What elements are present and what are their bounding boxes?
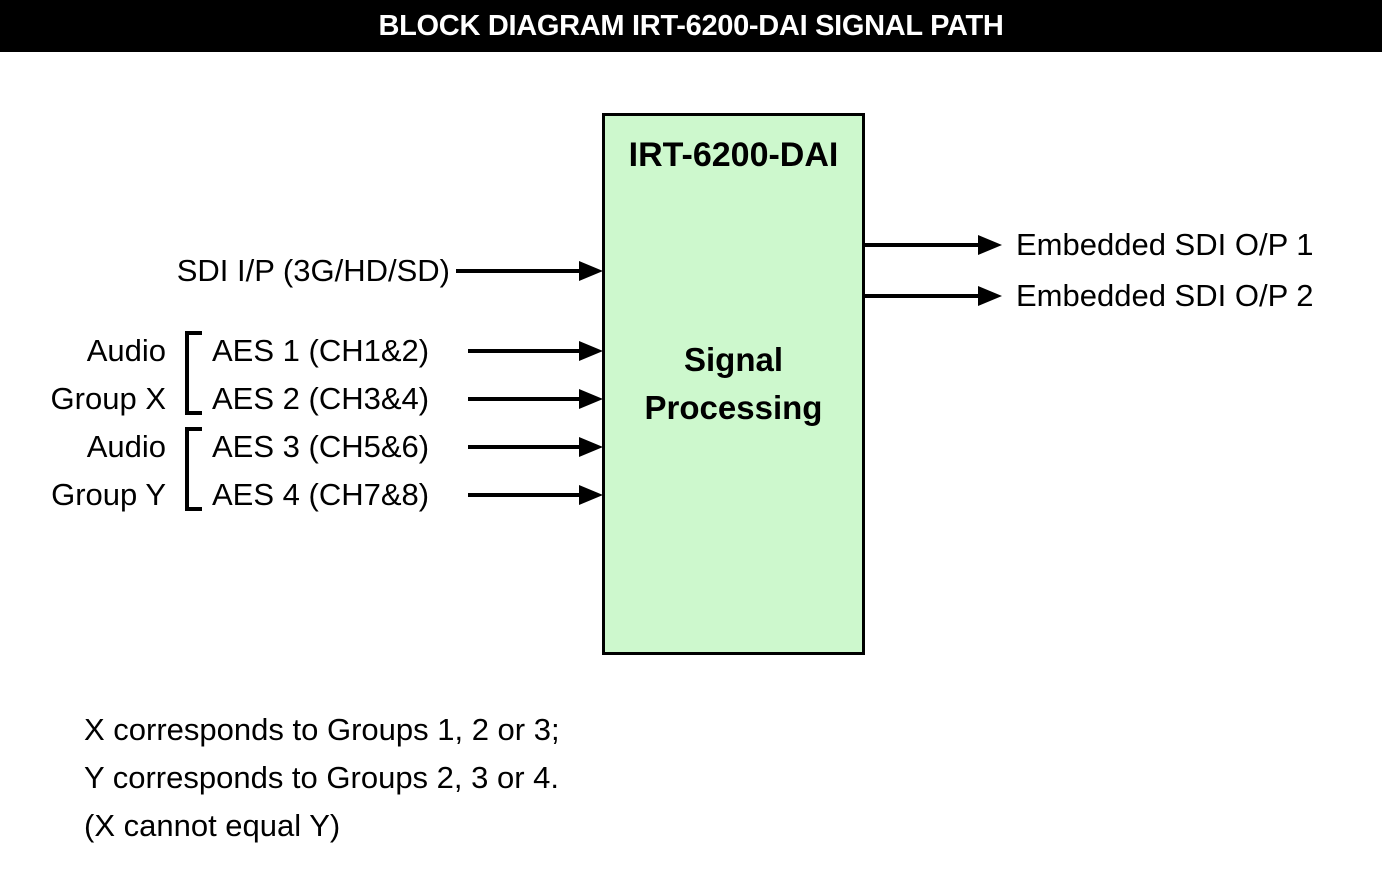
arrow-shaft [456, 269, 583, 273]
audio-group-y-label-line2: Group Y [51, 477, 166, 512]
arrow-right-icon [579, 437, 603, 457]
audio-group-y-label-line1: Audio [86, 429, 166, 464]
group-y-bracket [185, 427, 202, 511]
arrow-shaft [863, 294, 982, 298]
aes4-input-arrow [468, 485, 603, 505]
arrow-shaft [468, 445, 583, 449]
arrow-shaft [468, 397, 583, 401]
footnote-line2: Y corresponds to Groups 2, 3 or 4. [84, 760, 560, 795]
title-bar: BLOCK DIAGRAM IRT-6200-DAI SIGNAL PATH [0, 0, 1382, 52]
audio-group-x-label-line2: Group X [50, 381, 166, 416]
footnotes: X corresponds to Groups 1, 2 or 3; Y cor… [84, 706, 560, 850]
aes1-input-arrow [468, 341, 603, 361]
sdi-input-arrow [456, 261, 603, 281]
arrow-right-icon [579, 485, 603, 505]
arrow-right-icon [978, 235, 1002, 255]
aes3-input-arrow [468, 437, 603, 457]
aes2-input-arrow [468, 389, 603, 409]
audio-group-x-label-line1: Audio [86, 333, 166, 368]
sdi-output1-label: Embedded SDI O/P 1 [1016, 227, 1314, 262]
aes1-input-label: AES 1 (CH1&2) [212, 333, 430, 368]
arrow-right-icon [579, 389, 603, 409]
arrow-right-icon [579, 261, 603, 281]
aes4-input-label: AES 4 (CH7&8) [212, 477, 430, 512]
processing-block-title: IRT-6200-DAI [628, 136, 839, 174]
sdi-output2-arrow [863, 286, 1002, 306]
footnote-line1: X corresponds to Groups 1, 2 or 3; [84, 712, 560, 747]
arrow-right-icon [579, 341, 603, 361]
processing-block-label: Signal Processing [605, 336, 862, 432]
arrow-right-icon [978, 286, 1002, 306]
arrow-shaft [863, 243, 982, 247]
processing-block: IRT-6200-DAI Signal Processing [602, 113, 865, 655]
diagram-title: BLOCK DIAGRAM IRT-6200-DAI SIGNAL PATH [378, 9, 1004, 42]
group-x-bracket [185, 331, 202, 415]
processing-block-label-line1: Signal [683, 341, 784, 378]
sdi-output1-arrow [863, 235, 1002, 255]
aes2-input-label: AES 2 (CH3&4) [212, 381, 430, 416]
sdi-output2-label: Embedded SDI O/P 2 [1016, 278, 1314, 313]
processing-block-label-line2: Processing [644, 389, 823, 426]
sdi-input-label: SDI I/P (3G/HD/SD) [176, 253, 450, 288]
footnote-line3: (X cannot equal Y) [84, 808, 341, 843]
arrow-shaft [468, 349, 583, 353]
arrow-shaft [468, 493, 583, 497]
aes3-input-label: AES 3 (CH5&6) [212, 429, 430, 464]
